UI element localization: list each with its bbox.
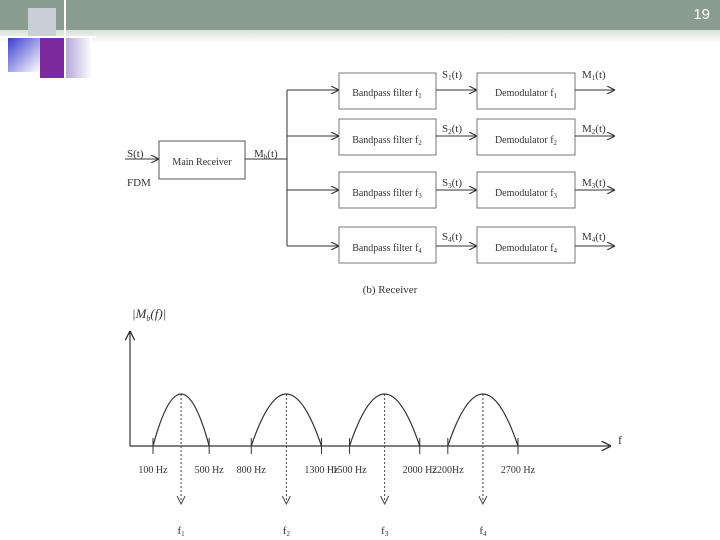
deco-square-lilac — [66, 38, 92, 78]
header-gradient-line — [0, 30, 720, 43]
carrier-label-1: f1 — [177, 525, 185, 538]
demodulator-2-label: Demodulator f2 — [495, 135, 558, 147]
frequency-label-8: 2700 Hz — [501, 465, 536, 476]
spectrum-plot: |Mb(f)| f 100 Hz 500 Hz 800 Hz 1300 Hz1500 … — [130, 306, 622, 538]
bandpass-filter-2 — [338, 118, 437, 156]
frequency-label-6: 2000 Hz — [403, 465, 438, 476]
receiver-caption: (b) Receiver — [363, 284, 418, 296]
slide-header-bar: 19 — [0, 0, 720, 30]
output-m3-label: M3(t) — [582, 177, 606, 190]
main-receiver-label: Main Receiver — [172, 157, 232, 168]
channel-3: Bandpass filter f3 S3(t) Demodulator f3 … — [287, 171, 614, 209]
output-m2-label: M2(t) — [582, 123, 606, 136]
output-m1-label: M1(t) — [582, 69, 606, 82]
channel-4: Bandpass filter f4 S4(t) Demodulator f4 … — [287, 226, 614, 264]
deco-square-blue — [8, 38, 40, 72]
receiver-diagram: S(t) FDM Main Receiver Mb(t) Bandpass fi… — [125, 69, 614, 296]
spectrum-bands — [152, 393, 519, 454]
carrier-arrow-2 — [281, 495, 291, 506]
main-receiver-block — [158, 140, 246, 180]
bandpass-filter-4-label: Bandpass filter f4 — [352, 243, 422, 255]
signal-s1-label: S1(t) — [442, 69, 462, 82]
frequency-label-7: 2200Hz — [432, 465, 464, 476]
demodulator-2 — [476, 118, 576, 156]
deco-line-vertical — [64, 0, 66, 80]
slide-number: 19 — [693, 6, 710, 23]
bandpass-filter-4 — [338, 226, 437, 264]
demodulator-3 — [476, 171, 576, 209]
carrier-label-4: f4 — [479, 525, 487, 538]
spectrum-carriers: f1 f2 f3 f4 — [176, 394, 488, 538]
signal-s2-label: S2(t) — [442, 123, 462, 136]
channel-1: Bandpass filter f1 S1(t) Demodulator f1 … — [287, 69, 614, 110]
carrier-arrow-4 — [478, 495, 488, 506]
deco-square-gray — [28, 8, 56, 38]
fdm-label: FDM — [127, 177, 151, 189]
carrier-arrow-1 — [176, 495, 186, 506]
spectrum-y-label: |Mb(f)| — [132, 306, 166, 323]
frequency-label-1: 100 Hz — [138, 465, 168, 476]
demodulator-1-label: Demodulator f1 — [495, 88, 558, 100]
demodulator-3-label: Demodulator f3 — [495, 188, 558, 200]
bandpass-filter-1 — [338, 72, 437, 110]
bandpass-filter-3 — [338, 171, 437, 209]
deco-line-horizontal — [0, 36, 96, 38]
carrier-arrow-3 — [380, 495, 390, 506]
demodulator-4-label: Demodulator f4 — [495, 243, 558, 255]
signal-s4-label: S4(t) — [442, 231, 462, 244]
frequency-label-3: 800 Hz — [237, 465, 267, 476]
demodulator-4 — [476, 226, 576, 264]
bandpass-filter-2-label: Bandpass filter f2 — [352, 135, 422, 147]
deco-square-purple — [40, 38, 68, 78]
carrier-label-2: f2 — [283, 525, 291, 538]
output-m4-label: M4(t) — [582, 231, 606, 244]
channel-2: Bandpass filter f2 S2(t) Demodulator f2 … — [287, 118, 614, 156]
bandpass-filter-3-label: Bandpass filter f3 — [352, 188, 422, 200]
frequency-label-4: 1300 Hz — [304, 465, 339, 476]
signal-s3-label: S3(t) — [442, 177, 462, 190]
frequency-label-2: 500 Hz — [195, 465, 225, 476]
spectrum-x-axis-label: f — [618, 433, 622, 447]
input-signal-label: S(t) — [127, 148, 144, 160]
frequency-label-5: 1500 Hz — [332, 465, 367, 476]
main-output-label: Mb(t) — [254, 148, 278, 161]
carrier-label-3: f3 — [381, 525, 389, 538]
bandpass-filter-1-label: Bandpass filter f1 — [352, 88, 422, 100]
demodulator-1 — [476, 72, 576, 110]
